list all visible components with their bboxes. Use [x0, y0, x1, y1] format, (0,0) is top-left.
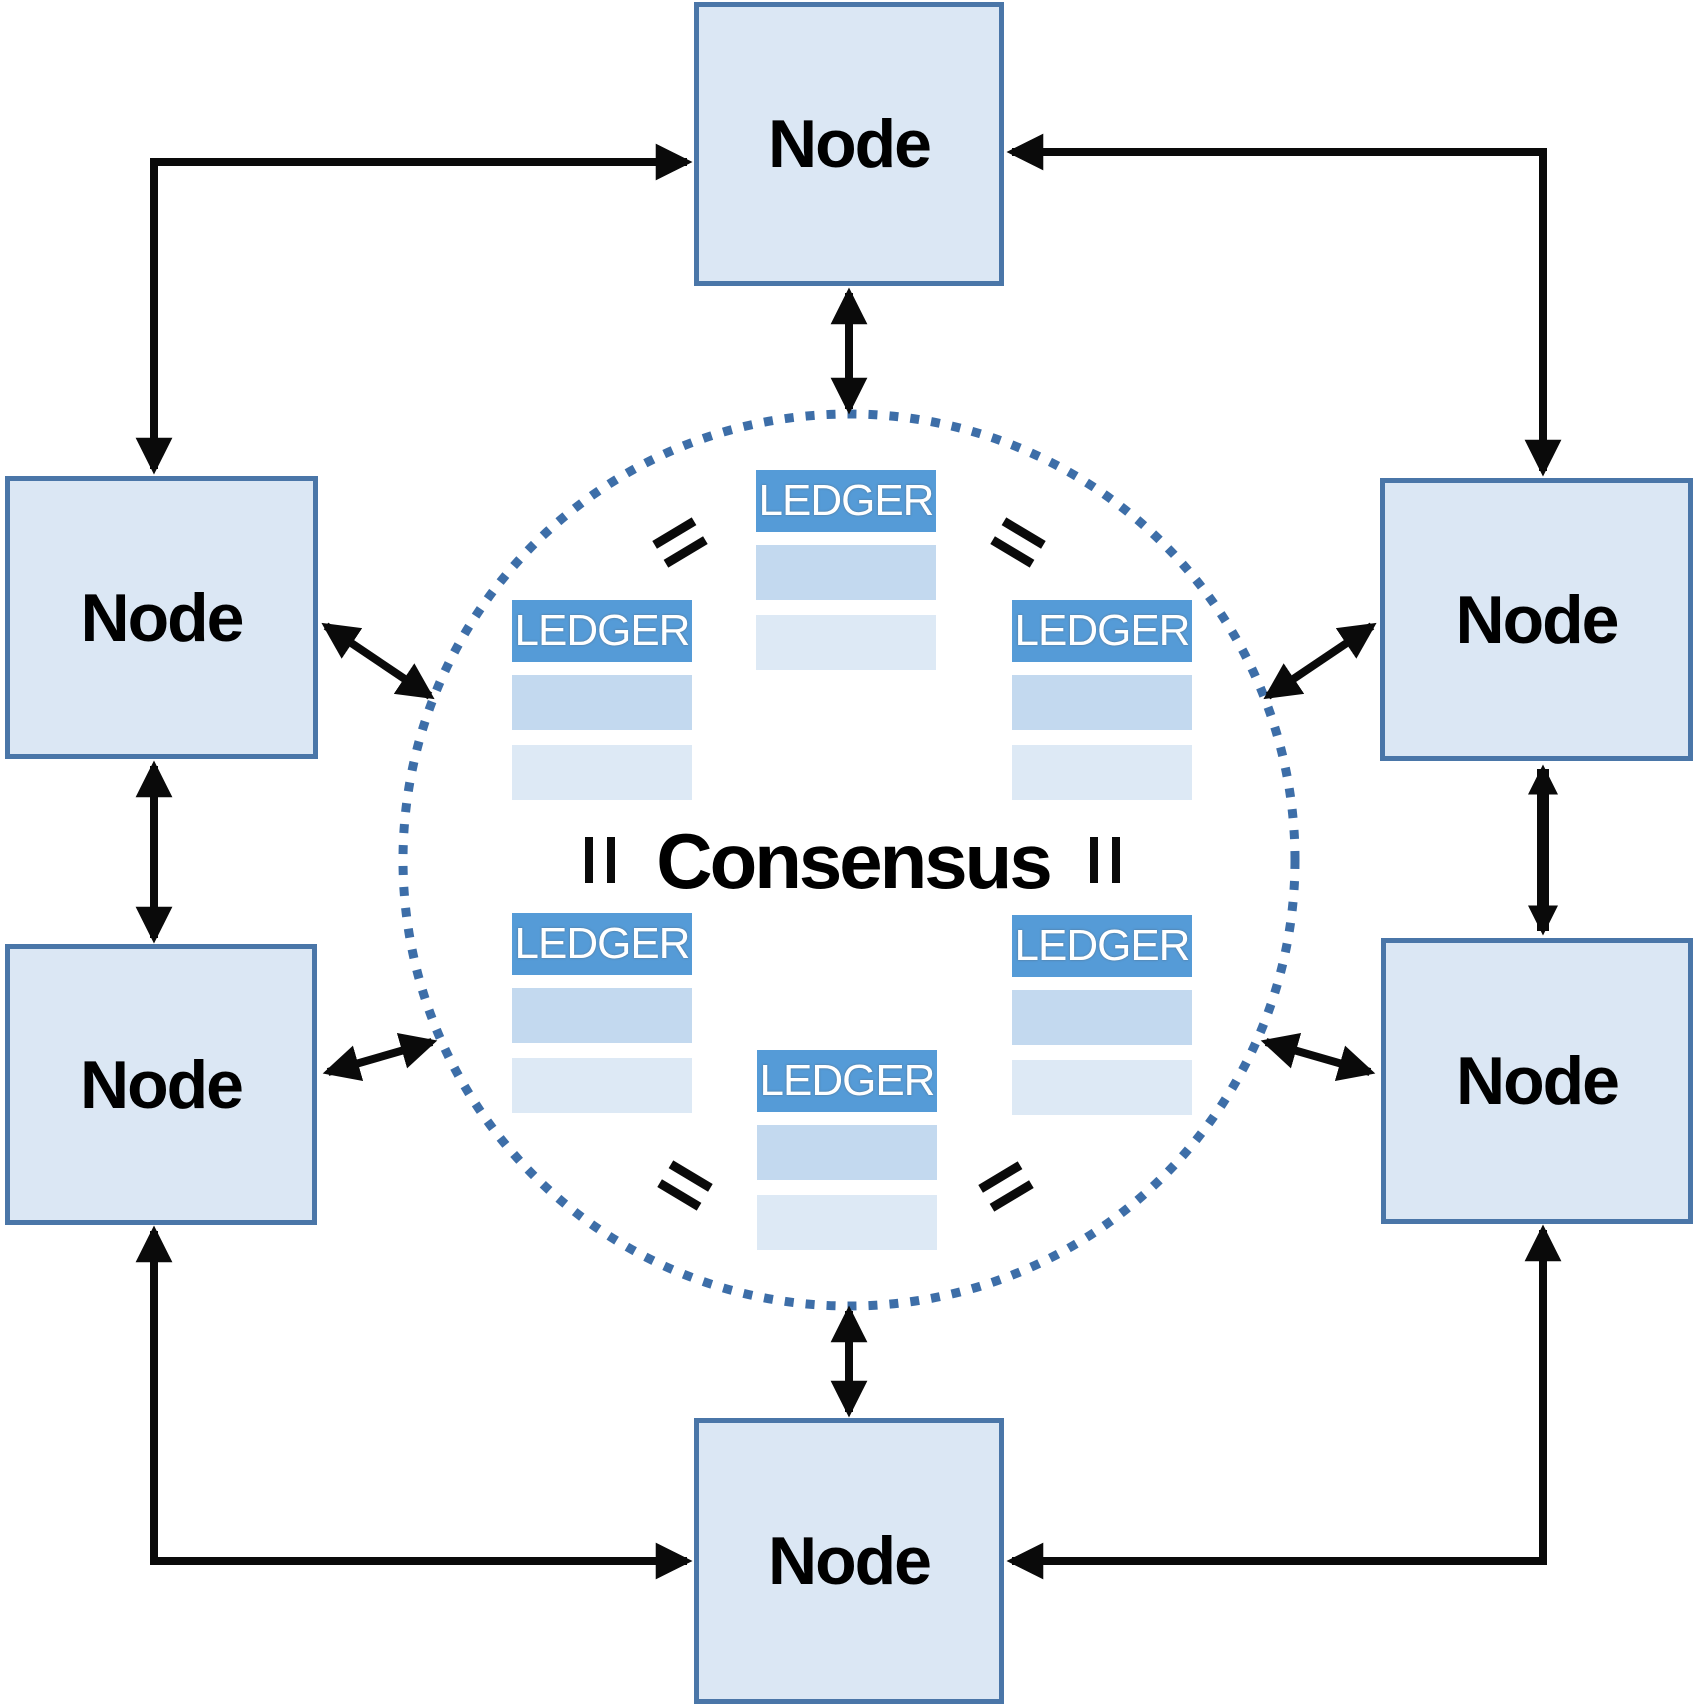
node-box-right-lower: Node — [1381, 938, 1693, 1224]
node-box-bottom: Node — [694, 1418, 1004, 1704]
arrow-leftlower-to-circle — [322, 1032, 438, 1082]
ledger-header: LEDGER — [1012, 915, 1192, 977]
ledger-row — [512, 675, 692, 730]
ledger-header: LEDGER — [512, 913, 692, 975]
ledger-row — [757, 1125, 937, 1180]
ledger-table-top: LEDGER — [756, 470, 936, 670]
ledger-label: LEDGER — [514, 606, 691, 655]
node-label: Node — [80, 579, 245, 656]
arrow-rightlower-to-bottom-elbow — [1006, 1224, 1562, 1580]
ledger-row — [756, 615, 936, 670]
ledger-row — [512, 988, 692, 1043]
ledger-row — [512, 1058, 692, 1113]
node-box-left-upper: Node — [5, 476, 318, 759]
ledger-row — [1012, 990, 1192, 1045]
ledger-row — [756, 545, 936, 600]
node-label: Node — [1456, 1043, 1620, 1119]
ledger-label: LEDGER — [758, 476, 935, 525]
ledger-label: LEDGER — [1014, 606, 1191, 655]
ledger-header: LEDGER — [757, 1050, 937, 1112]
arrow-leftlower-to-bottom-elbow — [135, 1225, 693, 1580]
equals-icon-middle-right — [1090, 837, 1120, 883]
node-label: Node — [768, 1523, 932, 1599]
ledger-table-lower-left: LEDGER — [512, 913, 692, 1113]
ledger-header: LEDGER — [1012, 600, 1192, 662]
arrow-rightupper-to-top-elbow — [1006, 133, 1562, 477]
ledger-header: LEDGER — [512, 600, 692, 662]
ledger-table-lower-right: LEDGER — [1012, 915, 1192, 1115]
ledger-row — [1012, 1060, 1192, 1115]
equals-icon-middle-left — [585, 837, 615, 883]
arrow-leftupper-to-circle — [321, 622, 435, 700]
node-box-top: Node — [694, 2, 1004, 286]
node-label: Node — [768, 106, 932, 182]
node-box-left-lower: Node — [5, 944, 317, 1225]
ledger-table-upper-left: LEDGER — [512, 600, 692, 800]
ledger-label: LEDGER — [1014, 921, 1191, 970]
ledger-table-upper-right: LEDGER — [1012, 600, 1192, 800]
ledger-label: LEDGER — [759, 1056, 936, 1105]
node-label: Node — [1455, 581, 1620, 658]
ledger-label: LEDGER — [514, 919, 691, 968]
arrow-rightlower-to-circle — [1260, 1032, 1376, 1082]
ledger-row — [512, 745, 692, 800]
arrow-rightupper-to-circle — [1263, 622, 1377, 700]
ledger-row — [757, 1195, 937, 1250]
ledger-table-bottom: LEDGER — [757, 1050, 937, 1250]
arrow-leftupper-to-top-elbow — [135, 143, 693, 475]
consensus-title: Consensus — [656, 817, 1052, 905]
node-box-right-upper: Node — [1380, 478, 1693, 761]
node-label: Node — [80, 1046, 244, 1123]
ledger-row — [1012, 745, 1192, 800]
ledger-header: LEDGER — [756, 470, 936, 532]
ledger-row — [1012, 675, 1192, 730]
